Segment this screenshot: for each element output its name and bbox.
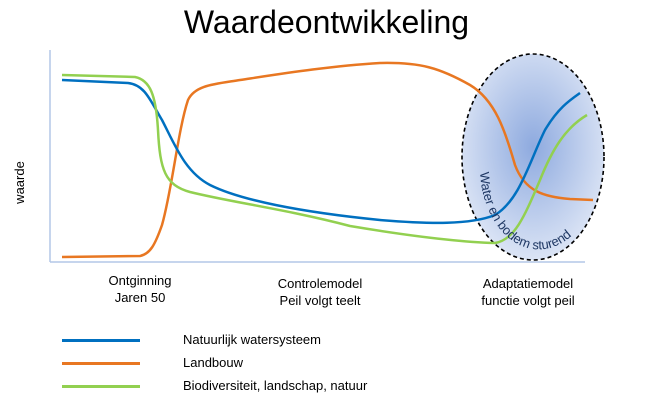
legend-label-natuurlijk: Natuurlijk watersysteem	[183, 332, 321, 347]
curve-natuurlijk-watersysteem	[61, 78, 581, 225]
legend-label-landbouw: Landbouw	[183, 355, 243, 370]
legend-swatch-biodiversiteit	[62, 385, 140, 388]
phase-label-controlemodel: Controlemodel Peil volgt teelt	[255, 275, 385, 309]
phase-line1: Ontginning	[108, 273, 172, 288]
phase-line2: functie volgt peil	[481, 293, 575, 308]
diagram-title: Waardeontwikkeling	[183, 4, 470, 40]
phase-label-ontginning: Ontginning Jaren 50	[95, 272, 185, 306]
phase-line1: Controlemodel	[277, 276, 363, 291]
legend-swatch-natuurlijk	[62, 339, 140, 342]
curve-biodiversiteit	[61, 73, 588, 245]
phase-label-adaptatiemodel: Adaptatiemodel functie volgt peil	[458, 275, 598, 309]
phase-line1: Adaptatiemodel	[482, 276, 574, 291]
curve-landbouw	[61, 61, 594, 259]
phase-line2: Jaren 50	[114, 290, 166, 305]
phase-line2: Peil volgt teelt	[279, 293, 361, 308]
legend-swatch-landbouw	[62, 362, 140, 365]
legend-label-biodiversiteit: Biodiversiteit, landschap, natuur	[183, 378, 368, 393]
